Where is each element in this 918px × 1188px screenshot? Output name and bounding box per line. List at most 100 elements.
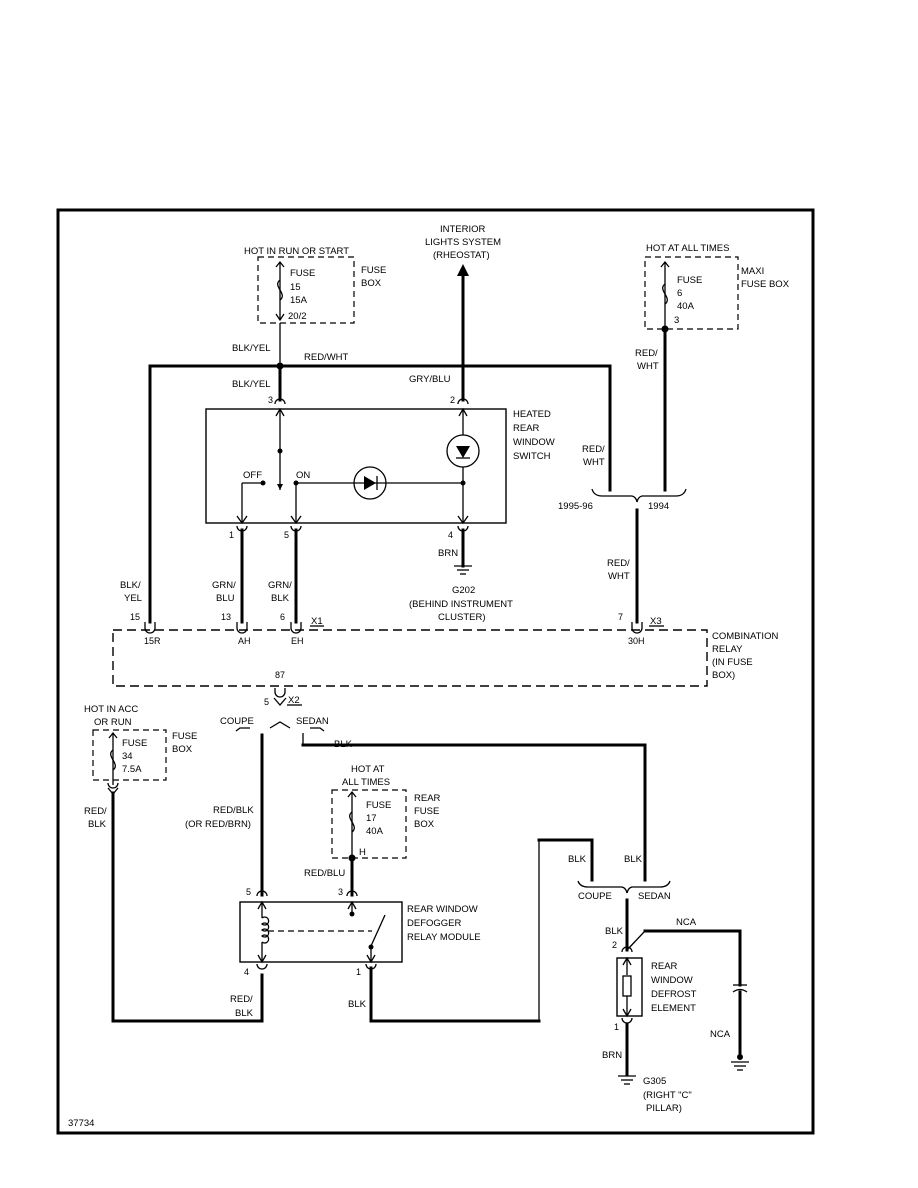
- year-split-1994: 1995-96 1994: [558, 488, 687, 512]
- fuse34-box2: BOX: [172, 744, 193, 755]
- fuse34-label: FUSE: [122, 738, 147, 749]
- element-l4: ELEMENT: [651, 1003, 696, 1014]
- defog-pin5: 5: [246, 887, 251, 897]
- fuse15-box1: FUSE: [361, 265, 386, 276]
- element-nca-bot: NCA: [710, 1029, 731, 1040]
- fuse34-box1: FUSE: [172, 731, 197, 742]
- wire-label-blk-yel-l1: BLK/: [120, 580, 141, 591]
- fuse34-h1: HOT IN ACC: [84, 704, 138, 715]
- wire-label-red-wht-right2: WHT: [637, 361, 659, 372]
- defog-l1: REAR WINDOW: [407, 904, 478, 915]
- relay-x3: X3: [650, 616, 662, 627]
- wire-label-blk-yel-l2: YEL: [124, 593, 142, 604]
- g305-l2: PILLAR): [646, 1103, 682, 1114]
- fuse34-number: 34: [122, 751, 133, 762]
- diagram-frame: [56, 208, 815, 1135]
- fuse15-number: 15: [290, 282, 301, 293]
- ground-nca-icon: [731, 1054, 749, 1071]
- wire-label-blk-coupe: BLK: [568, 854, 587, 865]
- heated-rear-window-switch: 3 2 OFF ON HEATED REAR WIN: [205, 395, 555, 540]
- wire-label-grn-blu2: BLU: [216, 593, 235, 604]
- switch-l2: REAR: [513, 423, 540, 434]
- defog-l2: DEFOGGER: [407, 918, 462, 929]
- wire-label-brn-bot: BRN: [602, 1050, 622, 1061]
- element-pin2: 2: [612, 940, 617, 950]
- fuse34-amp: 7.5A: [122, 764, 142, 775]
- fuse17-box1: REAR: [414, 793, 441, 804]
- fuse-box-outline: [257, 256, 355, 324]
- fuse-34-block: HOT IN ACC OR RUN FUSE 34 7.5A FUSE BOX: [84, 704, 197, 796]
- heater-element-icon: [622, 975, 632, 997]
- maxi-fuse-number: 6: [677, 288, 682, 299]
- switch-pin3: 3: [268, 395, 273, 405]
- switch-pin5: 5: [284, 530, 289, 540]
- relay-pin15: 15: [130, 612, 140, 622]
- switch-off: OFF: [243, 470, 262, 481]
- interior-lights-block: INTERIOR LIGHTS SYSTEM (RHEOSTAT) GRY/BL…: [409, 224, 501, 402]
- switch-pin4: 4: [448, 530, 453, 540]
- wire-label-red-wht-mid1: RED/: [607, 558, 630, 569]
- g202-l1: (BEHIND INSTRUMENT: [409, 599, 513, 610]
- fuse15-header: HOT IN RUN OR START: [244, 246, 349, 257]
- fuse17-amp: 40A: [366, 826, 384, 837]
- wire-label-grn-blk2: BLK: [271, 593, 290, 604]
- interior-l1: INTERIOR: [440, 224, 486, 235]
- interior-l2: LIGHTS SYSTEM: [425, 237, 501, 248]
- defog-pin1: 1: [356, 967, 361, 977]
- wire-label-blk-el: BLK: [605, 926, 624, 937]
- relay-pin7: 7: [618, 612, 623, 622]
- figure-id: 37734: [68, 1118, 94, 1129]
- wire-label-red-wht-mid2: WHT: [608, 571, 630, 582]
- fuse17-term: H: [359, 847, 366, 858]
- ground-g202-icon: [454, 565, 472, 575]
- relay-tah: AH: [238, 636, 251, 646]
- g305-l1: (RIGHT "C": [643, 1090, 692, 1101]
- fuse17-label: FUSE: [366, 800, 391, 811]
- relay-pin13: 13: [221, 612, 231, 622]
- coil-icon: [261, 916, 270, 944]
- maxi-fuse-block: HOT AT ALL TIMES FUSE 6 40A 3 MAXI FUSE …: [635, 243, 790, 492]
- relay-l1: COMBINATION: [712, 631, 778, 642]
- interior-l3: (RHEOSTAT): [433, 250, 490, 261]
- fuse17-number: 17: [366, 813, 377, 824]
- element-l2: WINDOW: [651, 975, 693, 986]
- fuse-17-block: HOT AT ALL TIMES FUSE 17 40A H REAR FUSE…: [331, 764, 441, 862]
- defog-pin3: 3: [338, 887, 343, 897]
- relay-t15r: 15R: [144, 636, 161, 646]
- wire-label-red-wht-low2: WHT: [583, 457, 605, 468]
- wire-label-red-blk-l1: RED/: [84, 806, 107, 817]
- relay-pin6: 6: [280, 612, 285, 622]
- year-left: 1995-96: [558, 501, 593, 512]
- fuse17-box2: FUSE: [414, 806, 439, 817]
- fuse15-box2: BOX: [361, 278, 382, 289]
- fuse17-h2: ALL TIMES: [342, 777, 390, 788]
- cs2-coupe: COUPE: [578, 891, 612, 902]
- fuse15-amp: 15A: [290, 295, 308, 306]
- fuse17-box3: BOX: [414, 819, 435, 830]
- relay-l2: RELAY: [712, 644, 743, 655]
- maxi-fuse-term: 3: [674, 315, 679, 326]
- wire-label-red-wht-top: RED/WHT: [304, 352, 349, 363]
- g202-name: G202: [452, 585, 475, 596]
- wire-label-gry-blu: GRY/BLU: [409, 374, 451, 385]
- coupe-sedan-merge: COUPE SEDAN: [577, 880, 671, 902]
- maxi-box2: FUSE BOX: [741, 279, 790, 290]
- defog-l3: RELAY MODULE: [407, 932, 481, 943]
- rear-window-defrost-element: 2 1 REAR WINDOW DEFROST ELEMENT: [612, 940, 697, 1032]
- wire-label-blk-yel-2: BLK/YEL: [232, 379, 271, 390]
- cs-coupe: COUPE: [220, 716, 254, 727]
- fuse15-terminal: 20/2: [288, 311, 307, 322]
- relay-x2: X2: [288, 695, 300, 706]
- relay-p5: 5: [264, 697, 269, 707]
- element-pin1: 1: [614, 1022, 619, 1032]
- arrow-up-icon: [457, 264, 469, 276]
- wire-label-blk-sedan2: BLK: [624, 854, 643, 865]
- defog-pin4: 4: [244, 967, 249, 977]
- fuse-15-block: HOT IN RUN OR START FUSE 15 15A 20/2 FUS…: [244, 246, 386, 324]
- wire-label-red-blk-mid2: (OR RED/BRN): [185, 819, 251, 830]
- wire-label-brn-top: BRN: [438, 548, 458, 559]
- wire-label-red-wht-low1: RED/: [582, 444, 605, 455]
- element-l1: REAR: [651, 961, 678, 972]
- cs2-sedan: SEDAN: [638, 891, 671, 902]
- wire-label-red-blu: RED/BLU: [304, 868, 345, 879]
